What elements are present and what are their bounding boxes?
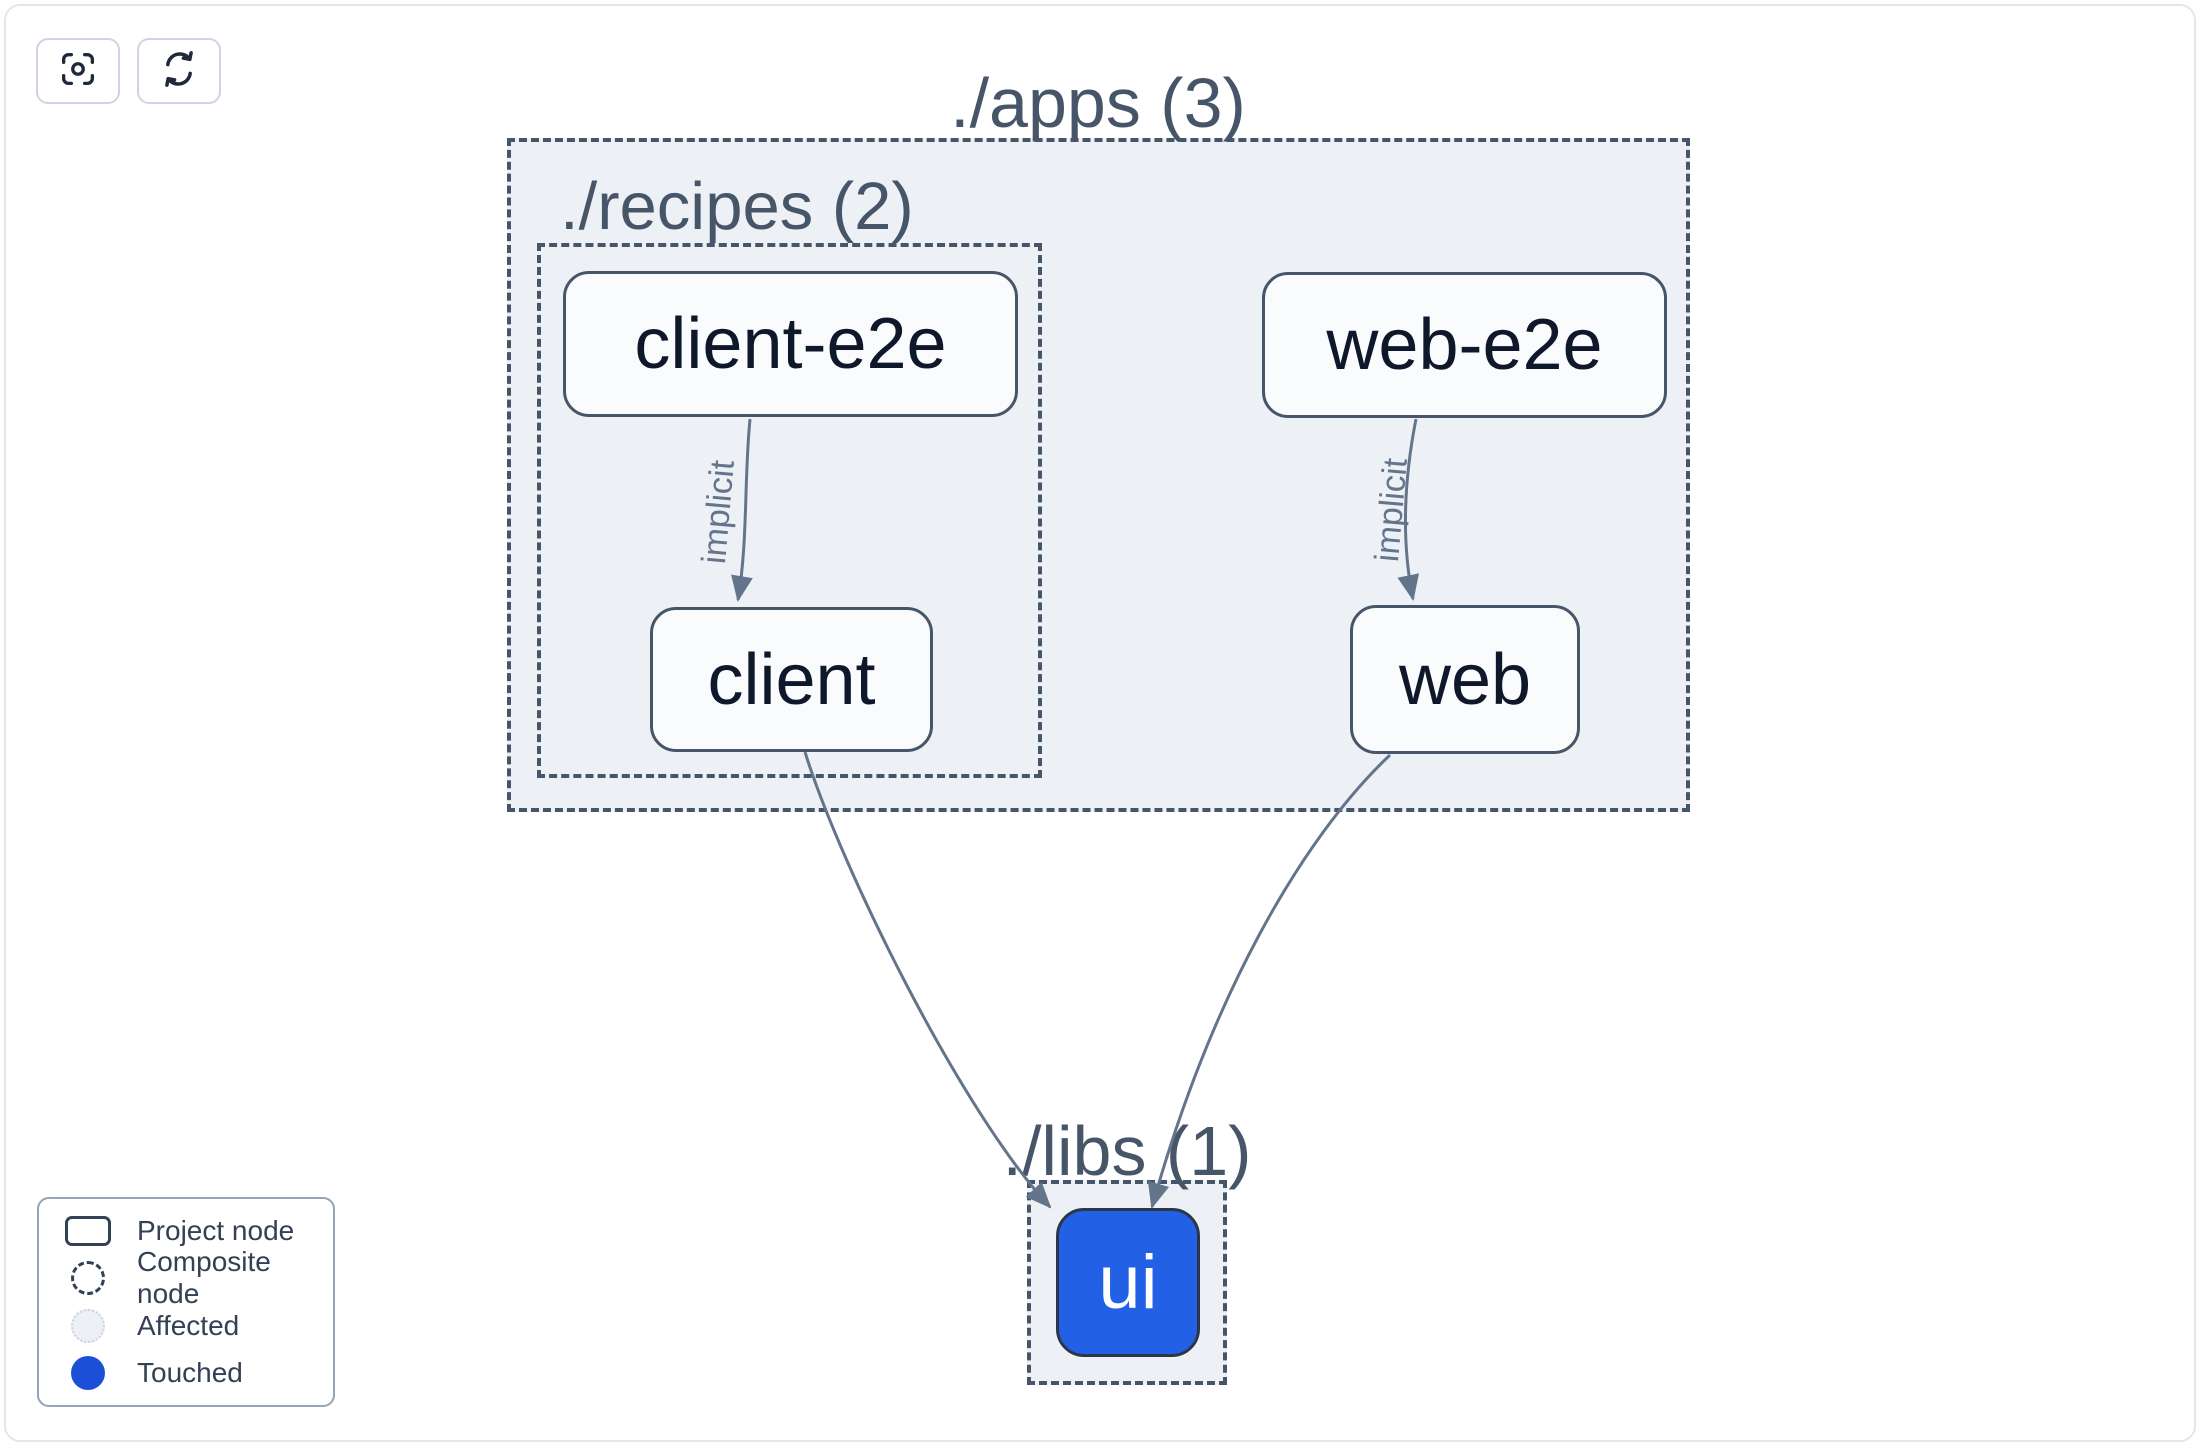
node-label: web-e2e — [1326, 305, 1603, 385]
edge-web-e2e-web[interactable] — [1397, 418, 1420, 601]
edge-web-ui[interactable] — [1147, 753, 1392, 1209]
refresh-icon — [157, 47, 201, 96]
legend-item-project-node: Project node — [39, 1209, 333, 1253]
legend-label: Affected — [137, 1309, 240, 1341]
legend-label: Composite node — [137, 1246, 271, 1310]
legend-label: Project node — [137, 1214, 295, 1246]
node-label: client — [707, 639, 876, 720]
project-node-ui-touched[interactable]: ui — [1056, 1208, 1200, 1357]
fit-to-view-button[interactable] — [36, 38, 120, 104]
project-node-client-e2e[interactable]: client-e2e — [563, 271, 1018, 417]
container-title-libs: ./libs (1) — [1002, 1112, 1252, 1190]
container-title-recipes: ./recipes (2) — [560, 169, 914, 244]
composite-node-swatch-icon — [39, 1261, 137, 1296]
project-node-web-e2e[interactable]: web-e2e — [1262, 272, 1667, 418]
legend-label: Touched — [137, 1357, 243, 1389]
refresh-button[interactable] — [137, 38, 221, 104]
legend: Project node Composite node Affected Tou… — [37, 1197, 335, 1407]
project-node-swatch-icon — [39, 1215, 137, 1246]
focus-icon — [57, 48, 99, 95]
node-label: ui — [1098, 1240, 1158, 1325]
legend-item-touched: Touched — [39, 1351, 333, 1395]
legend-item-composite-node: Composite node — [39, 1246, 333, 1309]
affected-swatch-icon — [39, 1308, 137, 1343]
toolbar — [36, 38, 221, 104]
node-label: client-e2e — [634, 304, 947, 384]
legend-item-affected: Affected — [39, 1304, 333, 1348]
node-label: web — [1398, 639, 1532, 720]
project-node-web[interactable]: web — [1350, 605, 1580, 754]
touched-swatch-icon — [39, 1356, 137, 1391]
container-title-apps: ./apps (3) — [950, 64, 1246, 142]
edge-client-ui[interactable] — [803, 751, 1052, 1209]
project-node-client[interactable]: client — [650, 607, 933, 752]
composite-container-recipes[interactable] — [537, 243, 1042, 778]
edge-client-e2e-client[interactable] — [731, 418, 753, 602]
